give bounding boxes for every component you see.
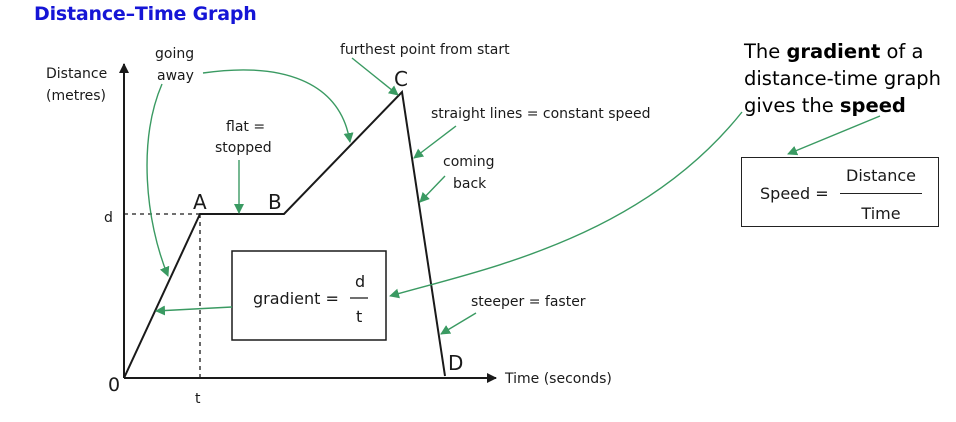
t-tick-label: t [195, 391, 201, 407]
y-axis-label-line1: Distance [46, 66, 107, 82]
speed-formula-denominator: Time [861, 204, 901, 223]
arrow-going-away-to-line [146, 83, 170, 277]
arrow-note-to-gradient-box [389, 111, 743, 299]
arrow-steeper-to-cd [440, 312, 477, 335]
note-text-2: of a distance-time graph gives the [744, 40, 941, 117]
gradient-box-denominator: t [356, 307, 362, 326]
arrow-furthest-to-c [351, 57, 399, 96]
y-axis-label-line2: (metres) [46, 88, 106, 104]
point-b-label: B [268, 190, 282, 214]
speed-formula-lhs: Speed = [760, 184, 829, 203]
coming-back-label-line2: back [453, 176, 487, 192]
point-c-label: C [394, 67, 408, 91]
arrow-gradient-box-to-oa [155, 305, 233, 316]
x-axis-label: Time (seconds) [504, 371, 612, 387]
gradient-box [231, 250, 387, 341]
constant-speed-label: straight lines = constant speed [431, 106, 651, 122]
arrow-note-to-speed-box [787, 115, 881, 156]
note-text-1: The [744, 40, 787, 63]
going-away-label-line2: away [157, 68, 194, 84]
going-away-label-line1: going [155, 46, 194, 62]
steeper-faster-label: steeper = faster [471, 294, 586, 310]
note-bold-gradient: gradient [786, 40, 881, 63]
speed-formula-box: Speed = Distance Time [741, 157, 939, 227]
note-bold-speed: speed [839, 94, 906, 117]
speed-formula-numerator: Distance [846, 166, 916, 185]
gradient-box-numerator: d [355, 272, 365, 291]
arrow-straight-to-cd [413, 125, 457, 159]
point-d-label: D [448, 351, 463, 375]
d-tick-label: d [104, 210, 113, 226]
page-title: Distance–Time Graph [34, 3, 257, 25]
speed-formula-fraction-bar [840, 193, 922, 194]
coming-back-label-line1: coming [443, 154, 495, 170]
flat-stopped-label-line1: flat = [226, 119, 265, 135]
arrow-coming-to-cd [419, 175, 446, 203]
origin-label: 0 [108, 374, 120, 396]
gradient-box-lhs: gradient = [253, 289, 339, 308]
gradient-speed-note: The gradient of a distance-time graph gi… [744, 38, 954, 119]
arrow-going-away-to-slope [202, 69, 354, 143]
flat-stopped-label-line2: stopped [215, 140, 272, 156]
point-a-label: A [193, 190, 207, 214]
journey-line [123, 89, 446, 379]
furthest-point-label: furthest point from start [340, 42, 510, 58]
